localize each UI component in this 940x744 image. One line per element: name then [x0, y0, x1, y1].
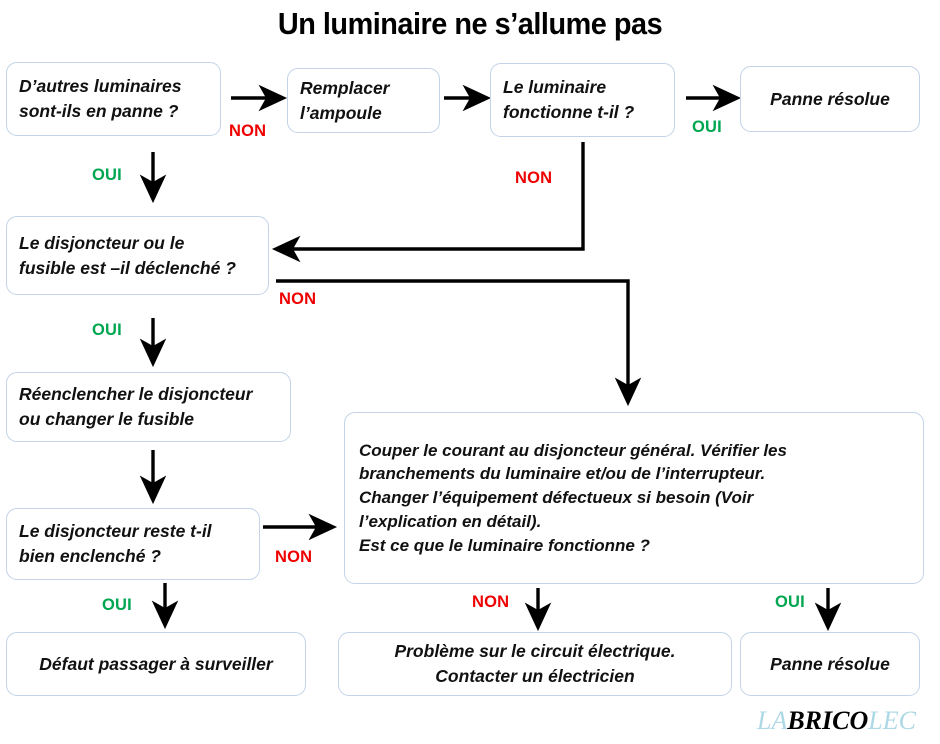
node-disjoncteur-reste-enclenche[interactable]: Le disjoncteur reste t-il bien enclenché…: [6, 508, 260, 580]
node-reenclencher-disjoncteur[interactable]: Réenclencher le disjoncteur ou changer l…: [6, 372, 291, 442]
logo-part-brico: BRICO: [787, 706, 869, 735]
edge-label-n5-n8-non: NON: [279, 290, 317, 308]
node-couper-courant[interactable]: Couper le courant au disjoncteur général…: [344, 412, 924, 584]
node-probleme-circuit[interactable]: Problème sur le circuit électrique. Cont…: [338, 632, 732, 696]
edge-n3-n5: [271, 142, 585, 263]
node-remplacer-ampoule[interactable]: Remplacer l’ampoule: [287, 68, 440, 133]
edge-label-n3-n5-non: NON: [515, 169, 553, 187]
edge-label-n1-n5-oui: OUI: [92, 166, 122, 184]
logo-part-la: LA: [757, 706, 788, 735]
node-disjoncteur-declenche[interactable]: Le disjoncteur ou le fusible est –il déc…: [6, 216, 269, 295]
node-defaut-passager[interactable]: Défaut passager à surveiller: [6, 632, 306, 696]
node-panne-resolue-bottom[interactable]: Panne résolue: [740, 632, 920, 696]
node-autres-luminaires[interactable]: D’autres luminaires sont-ils en panne ?: [6, 62, 221, 136]
node-panne-resolue-top[interactable]: Panne résolue: [740, 66, 920, 132]
edge-label-n8-n10-non: NON: [472, 593, 510, 611]
edge-label-n7-n9-oui: OUI: [102, 596, 132, 614]
logo-part-lec: LEC: [868, 706, 916, 735]
edge-label-n5-n6-oui: OUI: [92, 321, 122, 339]
edge-n5-n8: [276, 279, 642, 407]
edge-label-n3-n4-oui: OUI: [692, 118, 722, 136]
node-luminaire-fonctionne[interactable]: Le luminaire fonctionne t-il ?: [490, 63, 675, 137]
edge-label-n7-n8-non: NON: [275, 548, 313, 566]
edge-label-n8-n11-oui: OUI: [775, 593, 805, 611]
page-title: Un luminaire ne s’allume pas: [277, 6, 663, 41]
edge-label-n1-n2-non: NON: [229, 122, 267, 140]
labricolec-logo: LABRICOLEC: [757, 706, 916, 736]
